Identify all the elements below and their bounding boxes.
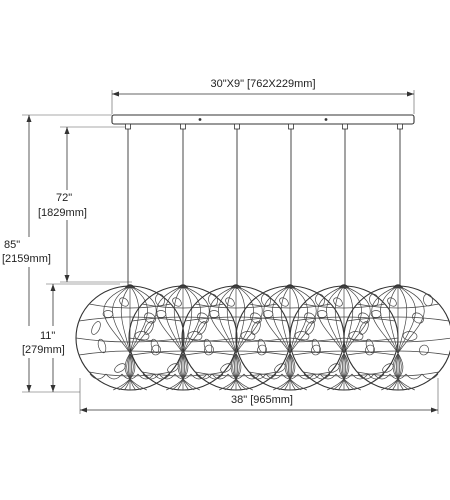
canopy-dimension-label: 30"X9" [762X229mm] (210, 78, 315, 90)
pendant-cord-5 (342, 123, 348, 289)
canopy (111, 114, 415, 125)
pendant-cord-6 (397, 123, 403, 289)
shade-height-in-label: 11" (40, 330, 55, 342)
shade-height-dimension: 11" [279mm] (20, 283, 120, 392)
overall-height-mm-label: [2159mm] (2, 253, 51, 265)
pendant-cord-4 (288, 123, 294, 289)
cord-length-in-label: 72" (56, 192, 72, 204)
overall-width-dimension: 38" [965mm] (79, 378, 439, 414)
glass-shade-4 (235, 284, 345, 391)
overall-height-in-label: 85" (4, 239, 20, 251)
overall-width-label: 38" [965mm] (231, 394, 293, 406)
pendant-cord-3 (234, 123, 240, 289)
cord-length-mm-label: [1829mm] (38, 207, 87, 219)
pendant-cords (125, 123, 403, 289)
pendant-cord-2 (180, 123, 186, 289)
overall-height-dimension: 85" [2159mm] (2, 114, 112, 393)
cord-length-dimension: 72" [1829mm] (36, 126, 132, 283)
shade-height-mm-label: [279mm] (22, 344, 65, 356)
canopy-width-dimension: 30"X9" [762X229mm] (111, 78, 415, 114)
glass-shade-6 (343, 284, 450, 391)
pendant-cord-1 (125, 123, 131, 289)
glass-shades (75, 284, 450, 391)
